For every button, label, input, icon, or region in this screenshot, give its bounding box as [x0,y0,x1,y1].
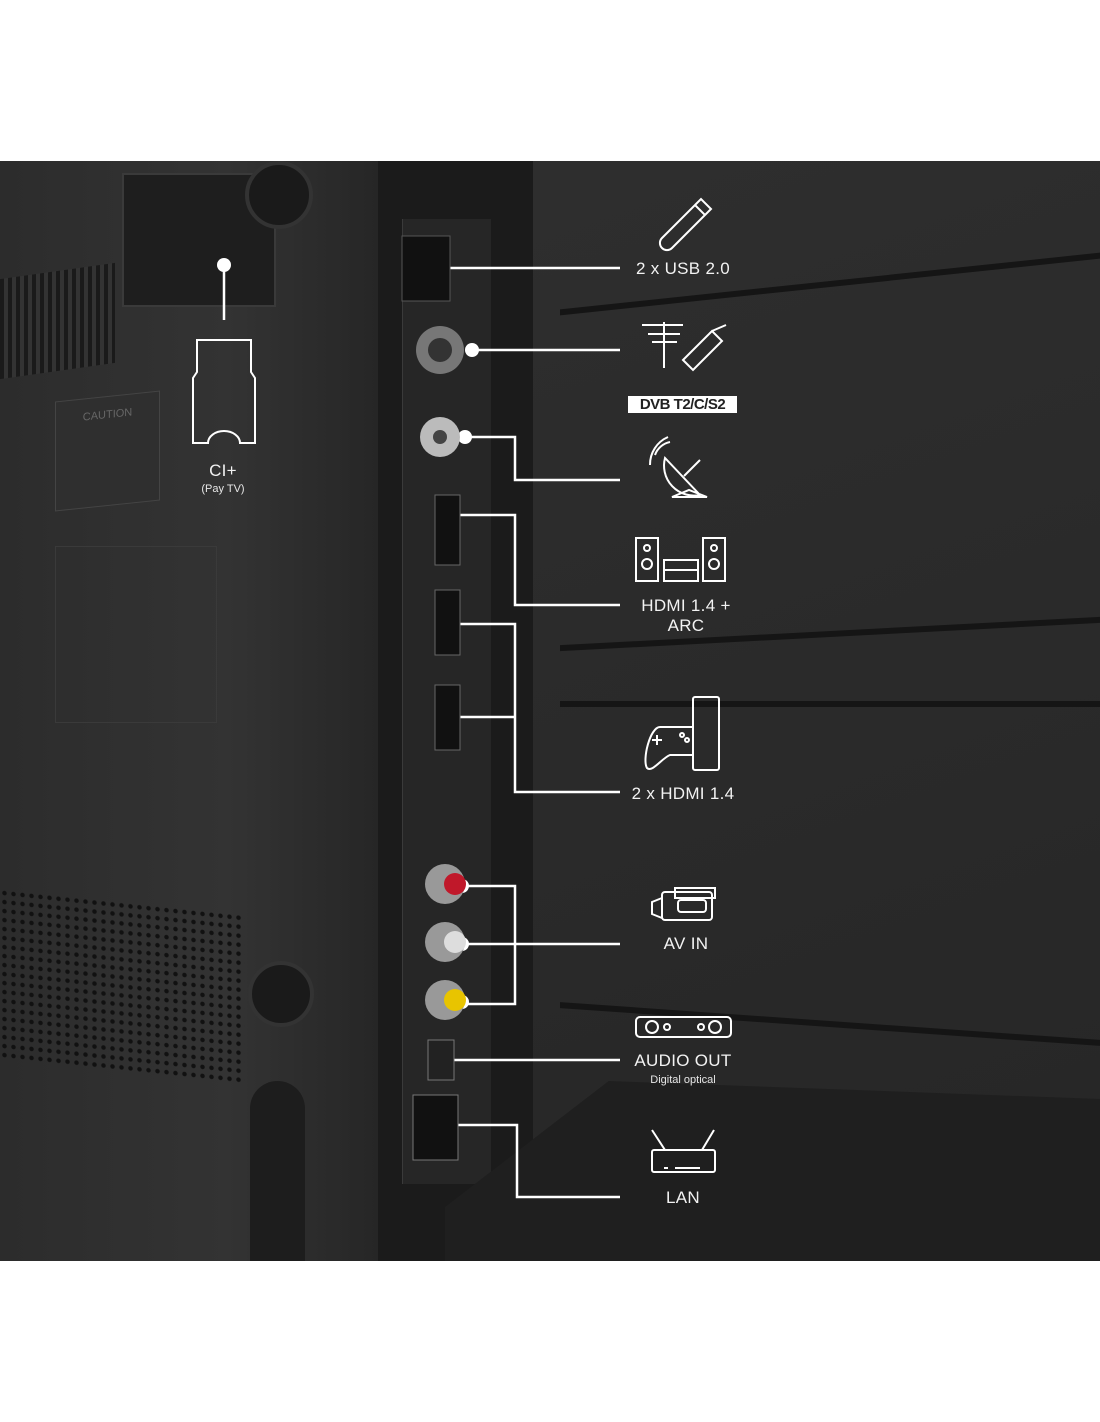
port-strip [402,219,491,1184]
gamepad-console-icon [644,696,720,771]
line-lan [449,1123,620,1199]
line-satellite [465,435,620,482]
soundbar-icon [635,1016,732,1038]
mount-hole-top [245,161,313,229]
line-hdmi-arc [453,513,620,607]
rear-panel-right [533,161,1100,1261]
dvb-logo: DVB T2/C/S2 [628,396,737,413]
av-in-label: AV IN [663,934,709,953]
line-hdmi [453,622,620,794]
home-theater-icon [635,537,726,582]
hdmi-arc-label-2: ARC [667,616,705,635]
antenna-icon [642,322,683,368]
ci-sublabel: (Pay TV) [201,483,245,495]
usb-label: 2 x USB 2.0 [635,259,730,278]
hdmi-label: 2 x HDMI 1.4 [631,784,735,803]
audio-out-label: AUDIO OUT [634,1051,732,1070]
hdmi-arc-label-1: HDMI 1.4 + [641,596,731,615]
router-icon [651,1129,716,1173]
satellite-dish-icon [648,436,708,498]
panel-ridge-3 [560,701,1100,707]
ci-card-icon [192,339,256,444]
lan-label: LAN [666,1188,700,1207]
line-av [462,884,620,1006]
feature-icons [192,197,732,1173]
port-jacks [401,235,466,1161]
usb-stick-icon [658,197,713,252]
audio-out-sublabel: Digital optical [650,1074,716,1086]
camcorder-icon [651,887,716,921]
coax-cable-icon [681,324,727,372]
ci-label: CI+ [209,461,237,480]
mount-hole-bottom [248,961,314,1027]
stand-foot [250,1081,305,1261]
label-plate [55,546,217,723]
